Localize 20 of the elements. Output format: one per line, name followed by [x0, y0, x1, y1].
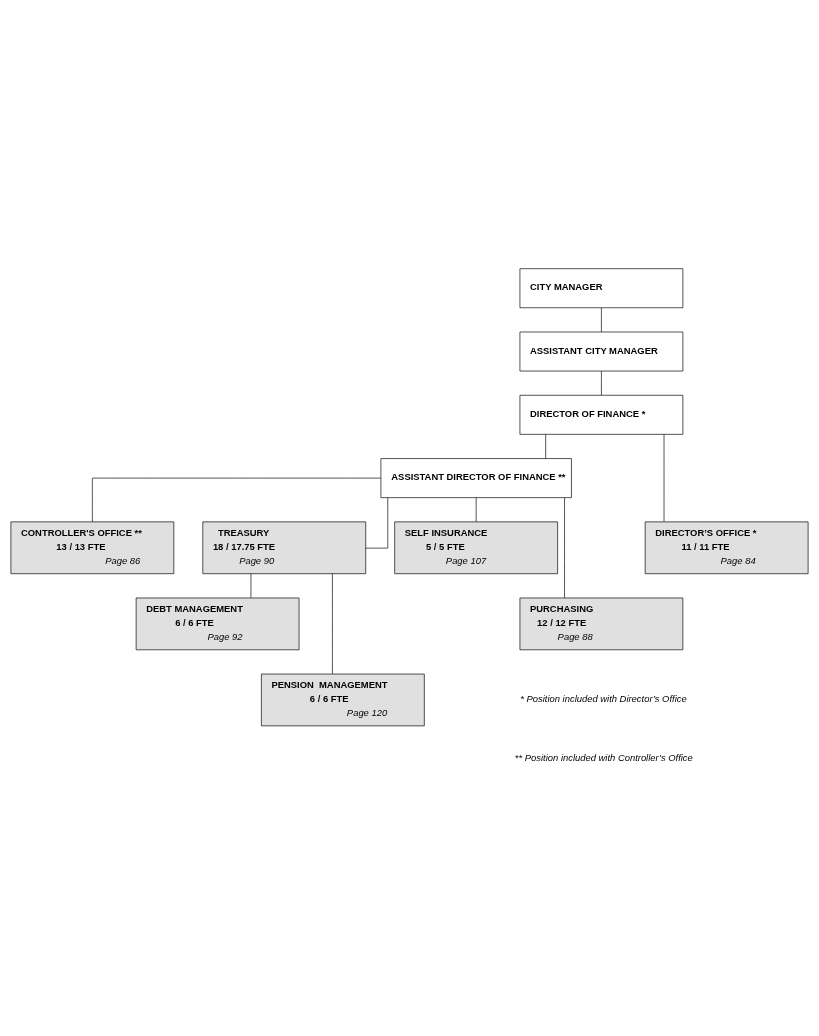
node-box: SELF INSURANCE 5 / 5 FTE Page 107: [394, 521, 558, 574]
connector: [601, 370, 602, 395]
label: * Position included with Director’s Office: [520, 692, 687, 704]
connector: [332, 572, 333, 674]
node-box: ASSISTANT CITY MANAGER: [519, 331, 684, 371]
label: ** Position included with Controller’s Office: [514, 751, 693, 763]
connector: [475, 496, 477, 522]
node-box: TREASURY 18 / 17.75 FTE Page 90: [202, 521, 367, 574]
connector: [92, 477, 382, 522]
node-box: CONTROLLER'S OFFICE ** 13 / 13 FTE Page 86: [10, 521, 175, 574]
connector: [545, 433, 546, 459]
node-box: DIRECTOR’S OFFICE * 11 / 11 FTE Page 84: [644, 521, 809, 574]
connector: [564, 496, 565, 598]
connector: [601, 307, 602, 332]
node-box: ASSISTANT DIRECTOR OF FINANCE **: [380, 457, 572, 498]
node-box: DIRECTOR OF FINANCE *: [519, 394, 684, 435]
node-box: DEBT MANAGEMENT 6 / 6 FTE Page 92: [135, 597, 300, 650]
node-box: PURCHASING 12 / 12 FTE Page 88: [519, 597, 684, 650]
node-box: CITY MANAGER: [519, 267, 684, 308]
node-box: PENSION MANAGEMENT 6 / 6 FTE Page 120: [261, 673, 425, 726]
